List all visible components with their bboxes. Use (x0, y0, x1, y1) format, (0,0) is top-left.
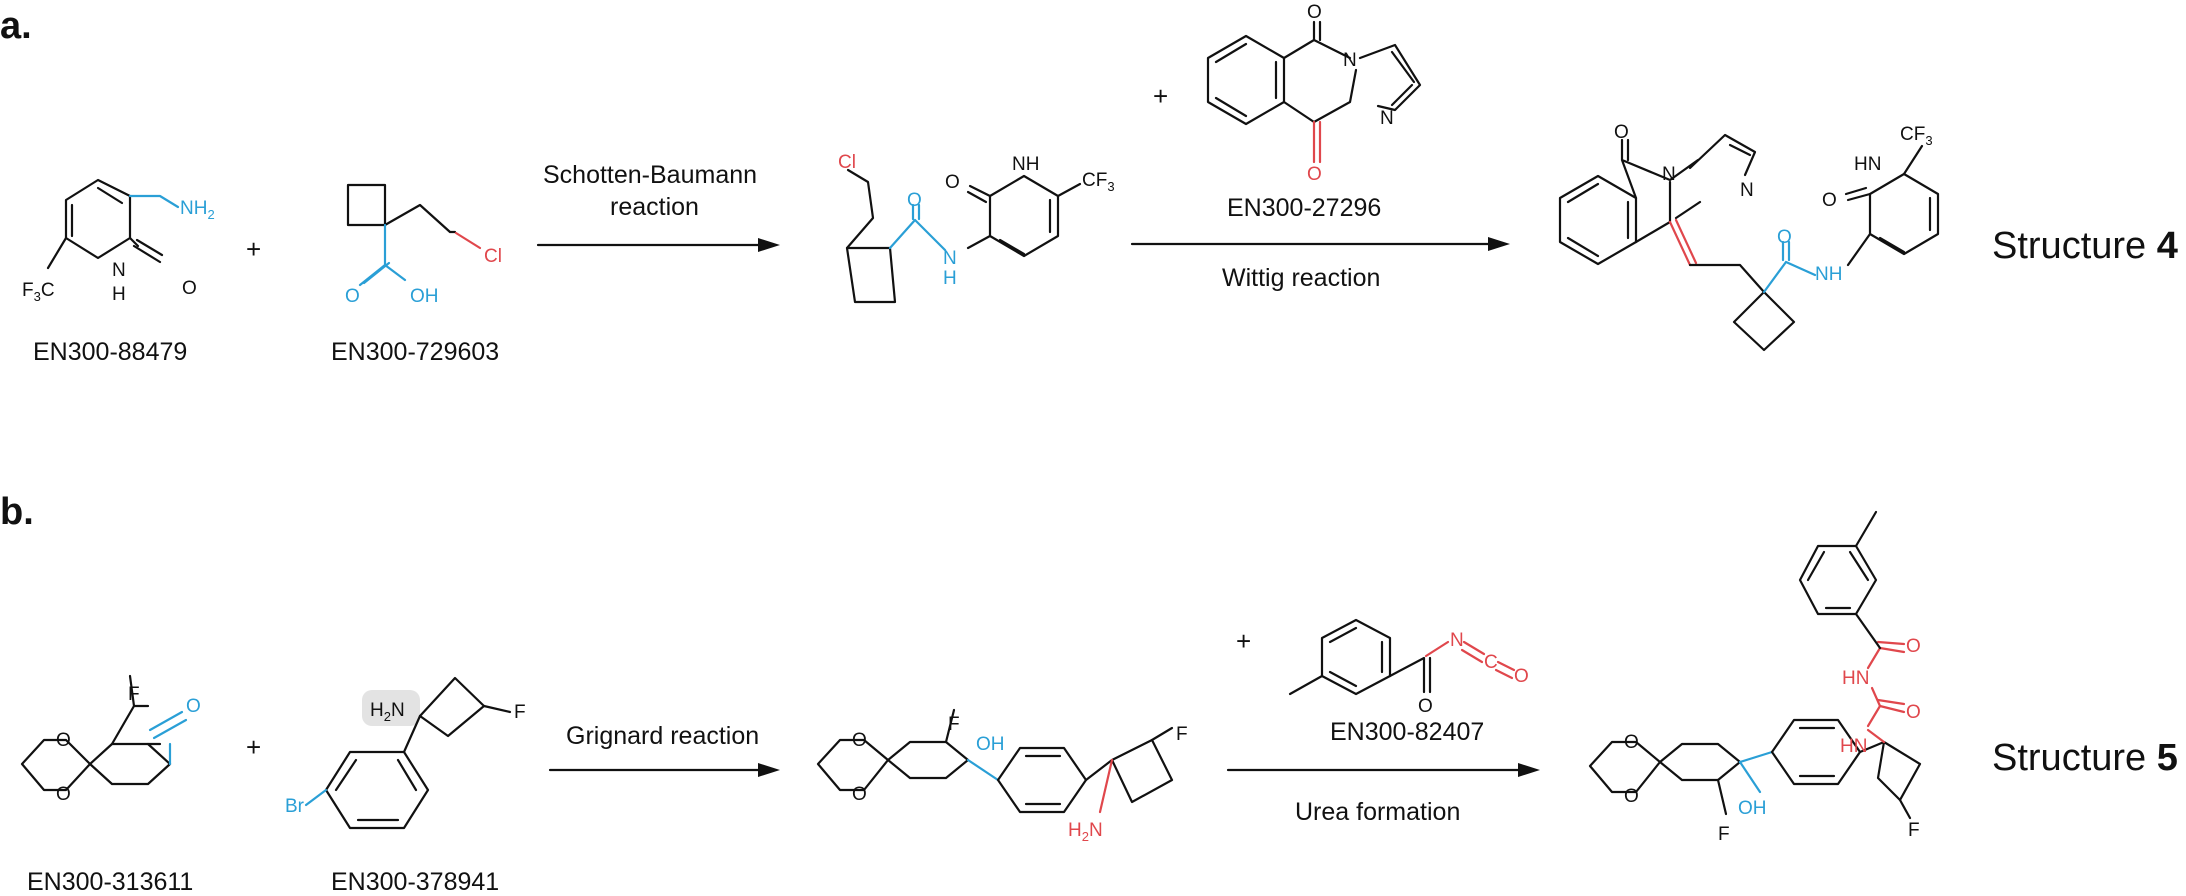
reaction-arrow-b1: Grignard reaction (548, 722, 780, 777)
atom-cl: Cl (484, 246, 502, 267)
id-en300-378941: EN300-378941 (331, 868, 499, 896)
atom-f: F (128, 684, 140, 705)
atom-o2-int-b: O (852, 784, 867, 805)
atom-nh-amide: N (943, 248, 957, 269)
atom-o-p4: O (1614, 122, 1629, 143)
atom-n-imid-p4: N (1740, 180, 1754, 201)
atom-o-red: O (1307, 164, 1322, 185)
atom-o-acyl: O (1418, 696, 1433, 717)
id-en300-729603: EN300-729603 (331, 338, 499, 366)
molecule-en300-82407: O N C O (1288, 618, 1529, 717)
id-en300-82407: EN300-82407 (1330, 718, 1484, 746)
atom-h2n-int: H2N (1068, 820, 1103, 844)
atom-br: Br (285, 796, 305, 817)
panel-b-label: b. (0, 491, 34, 533)
atom-o-pyridone-p4: O (1822, 190, 1837, 211)
atom-hn2-p5: HN (1842, 668, 1869, 689)
product-structure-5: O O F OH F HN O HN O (1588, 510, 1922, 845)
atom-o-top: O (1307, 2, 1322, 23)
atom-h-amide: H (943, 268, 957, 289)
molecule-en300-313611: O O F O (20, 674, 201, 805)
step-a1-line2: reaction (610, 193, 699, 221)
step-a2-name: Wittig reaction (1222, 264, 1380, 292)
product-structure-4: O N N O NH O HN CF3 (1558, 122, 1940, 352)
atom-oh: OH (410, 286, 439, 307)
atom-cf3-int: CF3 (1082, 170, 1115, 194)
id-en300-88479: EN300-88479 (33, 338, 187, 366)
atom-cf3-p4: CF3 (1900, 124, 1933, 148)
atom-o-amide-p4: O (1777, 227, 1792, 248)
molecule-en300-27296: O N O N (1206, 2, 1422, 185)
atom-oh-int-b: OH (976, 734, 1005, 755)
reaction-arrow-a1: Schotten-Baumann reaction (536, 161, 780, 252)
atom-nh-ring: N (112, 260, 126, 281)
atom-f-cb-int: F (1176, 724, 1188, 745)
atom-o-iso: O (1514, 666, 1529, 687)
atom-h-ring: H (112, 284, 126, 305)
atom-f-cb-p5: F (1908, 820, 1920, 841)
structure-4-label: Structure 4 (1992, 225, 2178, 267)
atom-n-bridge: N (1343, 50, 1357, 71)
atom-h2n-b2: H2N (370, 700, 405, 724)
id-en300-27296: EN300-27296 (1227, 194, 1381, 222)
atom-hn1-p5: HN (1840, 736, 1867, 757)
atom-nh-p4: NH (1815, 264, 1842, 285)
plus-sign: + (246, 234, 261, 264)
atom-hn-p4: HN (1854, 154, 1881, 175)
atom-oh-p5: OH (1738, 798, 1767, 819)
plus-sign-b1: + (246, 732, 261, 762)
atom-cl-int: Cl (838, 152, 856, 173)
step-b2-name: Urea formation (1295, 798, 1460, 826)
molecule-en300-88479: NH2 F3C N H O (22, 178, 215, 305)
structure-5-label: Structure 5 (1992, 737, 2178, 779)
atom-f-int-b: F (948, 714, 960, 735)
atom-o: O (345, 286, 360, 307)
atom-o-ketone: O (186, 696, 201, 717)
atom-o1-p5: O (1624, 732, 1639, 753)
plus-sign-b2: + (1236, 626, 1251, 656)
atom-f-p5: F (1718, 824, 1730, 845)
atom-o2-ketal: O (56, 784, 71, 805)
id-en300-313611: EN300-313611 (27, 868, 193, 896)
atom-c-iso: C (1484, 652, 1498, 673)
reaction-arrow-b2: Urea formation (1226, 763, 1540, 826)
panel-a-label: a. (0, 5, 32, 47)
atom-nh2: NH2 (180, 198, 215, 222)
atom-o-amide: O (907, 190, 922, 211)
atom-o1-ketal: O (56, 730, 71, 751)
atom-n-iso: N (1450, 630, 1464, 651)
atom-o-urea: O (1906, 702, 1921, 723)
atom-o-carbonyl: O (182, 278, 197, 299)
molecule-en300-378941: H2N F Br (285, 676, 526, 830)
step-a1-line1: Schotten-Baumann (543, 161, 757, 189)
atom-o-benzoyl: O (1906, 636, 1921, 657)
atom-nh-pyridone: NH (1012, 154, 1039, 175)
atom-f-b2: F (514, 702, 526, 723)
intermediate-a: Cl O N H O NH CF3 (838, 152, 1115, 304)
reaction-arrow-a2: Wittig reaction (1130, 237, 1510, 292)
molecule-en300-729603: Cl O OH (345, 183, 502, 307)
atom-n-imid: N (1380, 108, 1394, 129)
atom-o2-p5: O (1624, 786, 1639, 807)
atom-o1-int-b: O (852, 730, 867, 751)
atom-o-pyridone: O (945, 172, 960, 193)
intermediate-b: O O F OH F H2N (816, 708, 1188, 844)
atom-n-p4: N (1662, 164, 1676, 185)
atom-f3c: F3C (22, 280, 55, 304)
plus-sign-a: + (1153, 81, 1168, 111)
step-b1-name: Grignard reaction (566, 722, 759, 750)
